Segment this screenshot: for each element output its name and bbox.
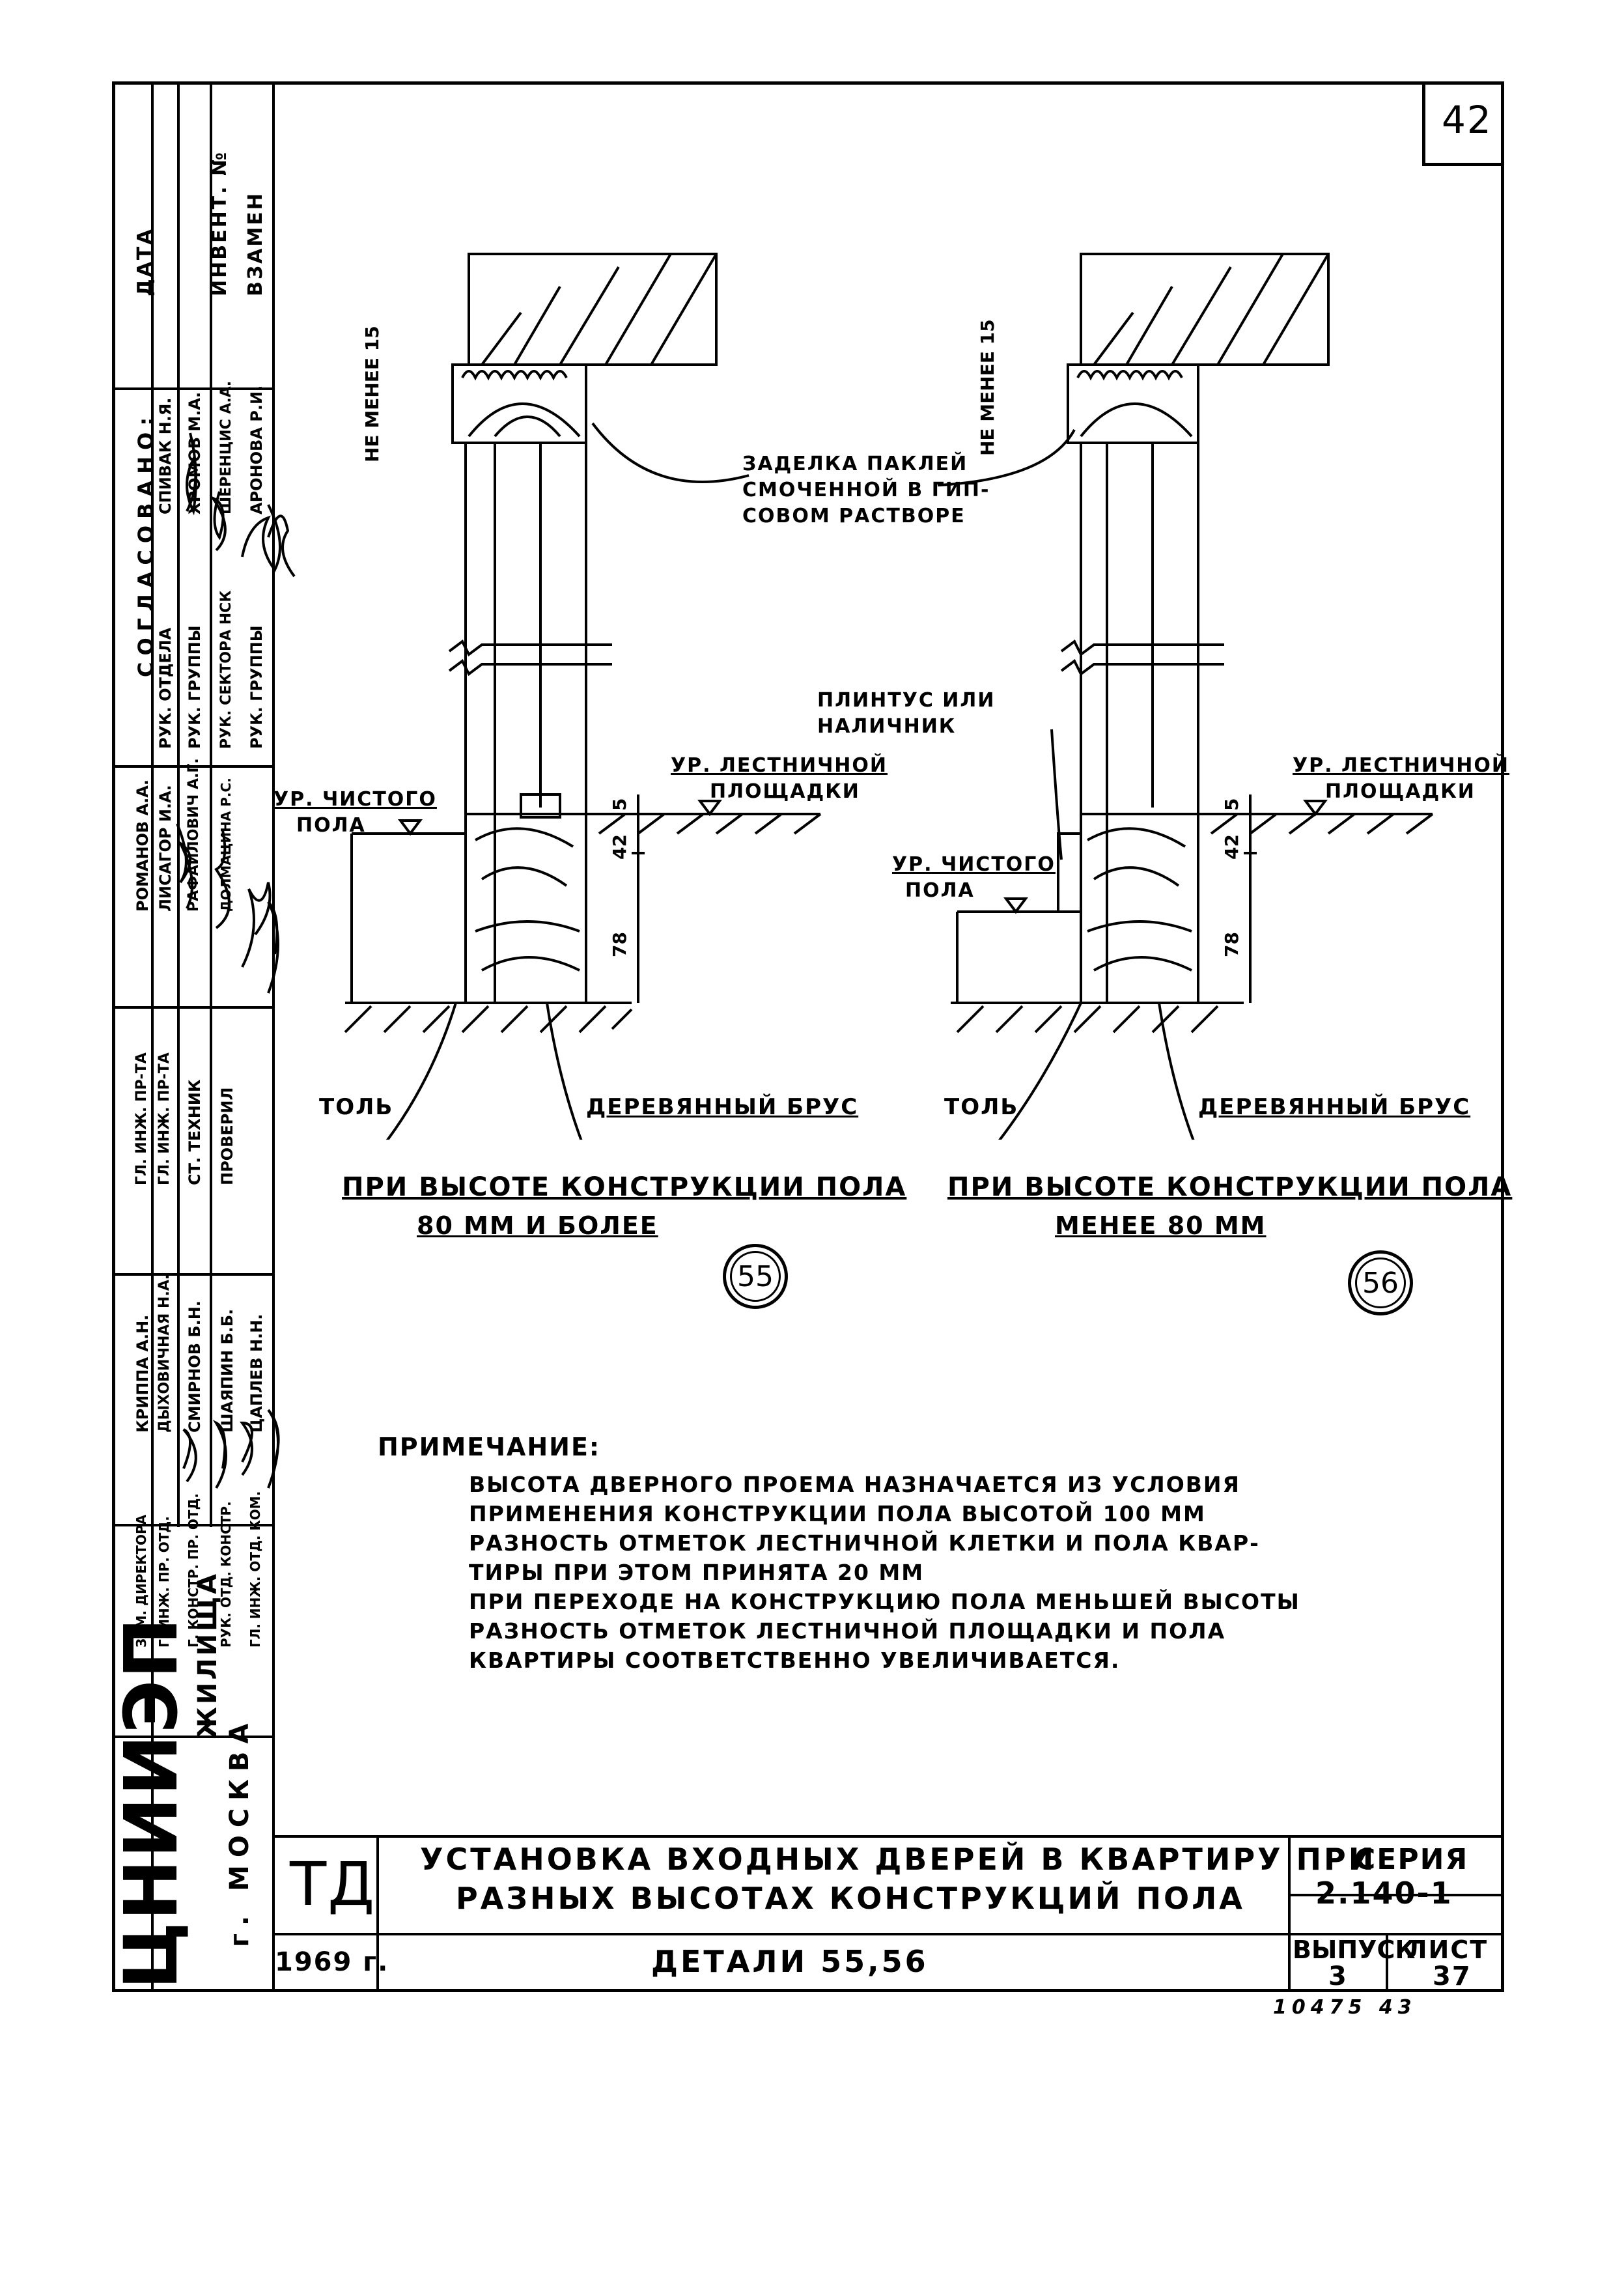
detail-56-drawing xyxy=(938,253,1434,1140)
d56-badge: 56 xyxy=(1348,1250,1413,1315)
d55-badge-number: 55 xyxy=(730,1251,781,1302)
d56-floor-line1: УР. ЧИСТОГО xyxy=(892,853,1056,876)
sheet-label: ЛИСТ xyxy=(1407,1935,1489,1964)
archive-stamp: 10475 43 xyxy=(1273,1996,1417,2019)
d55-sealing-line3: СОВОМ РАСТВОРЕ xyxy=(742,505,966,527)
d56-roofing: ТОЛЬ xyxy=(944,1094,1019,1120)
series-label: СЕРИЯ xyxy=(1354,1843,1469,1876)
d55-roofing: ТОЛЬ xyxy=(319,1094,394,1120)
d55-sealing-line2: СМОЧЕННОЙ В ГИП- xyxy=(742,479,990,501)
sheet-number-box xyxy=(1422,81,1504,166)
d55-caption-line1: ПРИ ВЫСОТЕ КОНСТРУКЦИИ ПОЛА xyxy=(342,1172,907,1202)
note-line-3: РАЗНОСТЬ ОТМЕТОК ЛЕСТНИЧНОЙ КЛЕТКИ И ПОЛ… xyxy=(469,1530,1260,1556)
d55-dim-42: 42 xyxy=(609,834,630,860)
note-line-6: РАЗНОСТЬ ОТМЕТОК ЛЕСТНИЧНОЙ ПЛОЩАДКИ И П… xyxy=(469,1618,1226,1644)
note-line-5: ПРИ ПЕРЕХОДЕ НА КОНСТРУКЦИЮ ПОЛА МЕНЬШЕЙ… xyxy=(469,1589,1300,1614)
detail-55-drawing xyxy=(344,253,822,1140)
d55-min-label: НЕ МЕНЕЕ 15 xyxy=(361,326,383,462)
d56-plinth-line1: ПЛИНТУС ИЛИ xyxy=(817,689,996,712)
note-line-4: ТИРЫ ПРИ ЭТОМ ПРИНЯТА 20 ММ xyxy=(469,1560,925,1585)
note-line-2: ПРИМЕНЕНИЯ КОНСТРУКЦИИ ПОЛА ВЫСОТОЙ 100 … xyxy=(469,1501,1206,1526)
d55-sealing-line1: ЗАДЕЛКА ПАКЛЕЙ xyxy=(742,453,968,475)
d55-beam: ДЕРЕВЯННЫЙ БРУС xyxy=(586,1094,859,1120)
d55-badge: 55 xyxy=(723,1244,788,1309)
title-line-1: УСТАНОВКА ВХОДНЫХ ДВЕРЕЙ В КВАРТИРУ ПРИ xyxy=(420,1842,1377,1877)
d55-caption-line2: 80 ММ И БОЛЕЕ xyxy=(417,1211,658,1240)
d56-caption-line1: ПРИ ВЫСОТЕ КОНСТРУКЦИИ ПОЛА xyxy=(947,1172,1513,1202)
issue-value: 3 xyxy=(1328,1961,1348,1991)
d55-dim-78: 78 xyxy=(609,932,630,957)
d56-badge-number: 56 xyxy=(1355,1258,1406,1308)
d55-floor-line1: УР. ЧИСТОГО xyxy=(273,788,437,811)
d56-dim-78: 78 xyxy=(1221,932,1242,957)
title-subtitle: ДЕТАЛИ 55,56 xyxy=(651,1944,929,1979)
sheet-value: 37 xyxy=(1433,1961,1472,1991)
issue-label: ВЫПУСК xyxy=(1293,1935,1416,1964)
side-stamp xyxy=(112,81,275,1992)
d55-dim-5: 5 xyxy=(609,798,630,811)
note-line-1: ВЫСОТА ДВЕРНОГО ПРОЕМА НАЗНАЧАЕТСЯ ИЗ УС… xyxy=(469,1472,1240,1497)
title-year: 1969 г. xyxy=(275,1947,389,1977)
d56-floor-line2: ПОЛА xyxy=(905,879,975,902)
title-line-2: РАЗНЫХ ВЫСОТАХ КОНСТРУКЦИЙ ПОЛА xyxy=(456,1881,1245,1916)
d56-landing-line2: ПЛОЩАДКИ xyxy=(1325,780,1476,803)
d56-min-label: НЕ МЕНЕЕ 15 xyxy=(977,319,998,456)
d56-dim-5: 5 xyxy=(1221,798,1242,811)
drawing-frame xyxy=(112,81,1504,1992)
d55-landing-line1: УР. ЛЕСТНИЧНОЙ xyxy=(671,754,888,777)
series-value: 2.140-1 xyxy=(1315,1876,1453,1911)
sheet-number: 42 xyxy=(1442,98,1492,142)
signatures xyxy=(176,432,296,1489)
note-heading: ПРИМЕЧАНИЕ: xyxy=(378,1433,601,1461)
d56-caption-line2: МЕНЕЕ 80 ММ xyxy=(1055,1211,1267,1240)
title-code: ТД xyxy=(290,1849,376,1919)
d56-dim-42: 42 xyxy=(1221,834,1242,860)
d55-landing-line2: ПЛОЩАДКИ xyxy=(710,780,860,803)
d56-beam: ДЕРЕВЯННЫЙ БРУС xyxy=(1198,1094,1471,1120)
d56-plinth-line2: НАЛИЧНИК xyxy=(817,715,957,738)
d55-floor-line2: ПОЛА xyxy=(296,814,366,837)
d56-landing-line1: УР. ЛЕСТНИЧНОЙ xyxy=(1293,754,1510,777)
note-line-7: КВАРТИРЫ СООТВЕТСТВЕННО УВЕЛИЧИВАЕТСЯ. xyxy=(469,1648,1121,1673)
title-block xyxy=(272,1835,1504,1992)
